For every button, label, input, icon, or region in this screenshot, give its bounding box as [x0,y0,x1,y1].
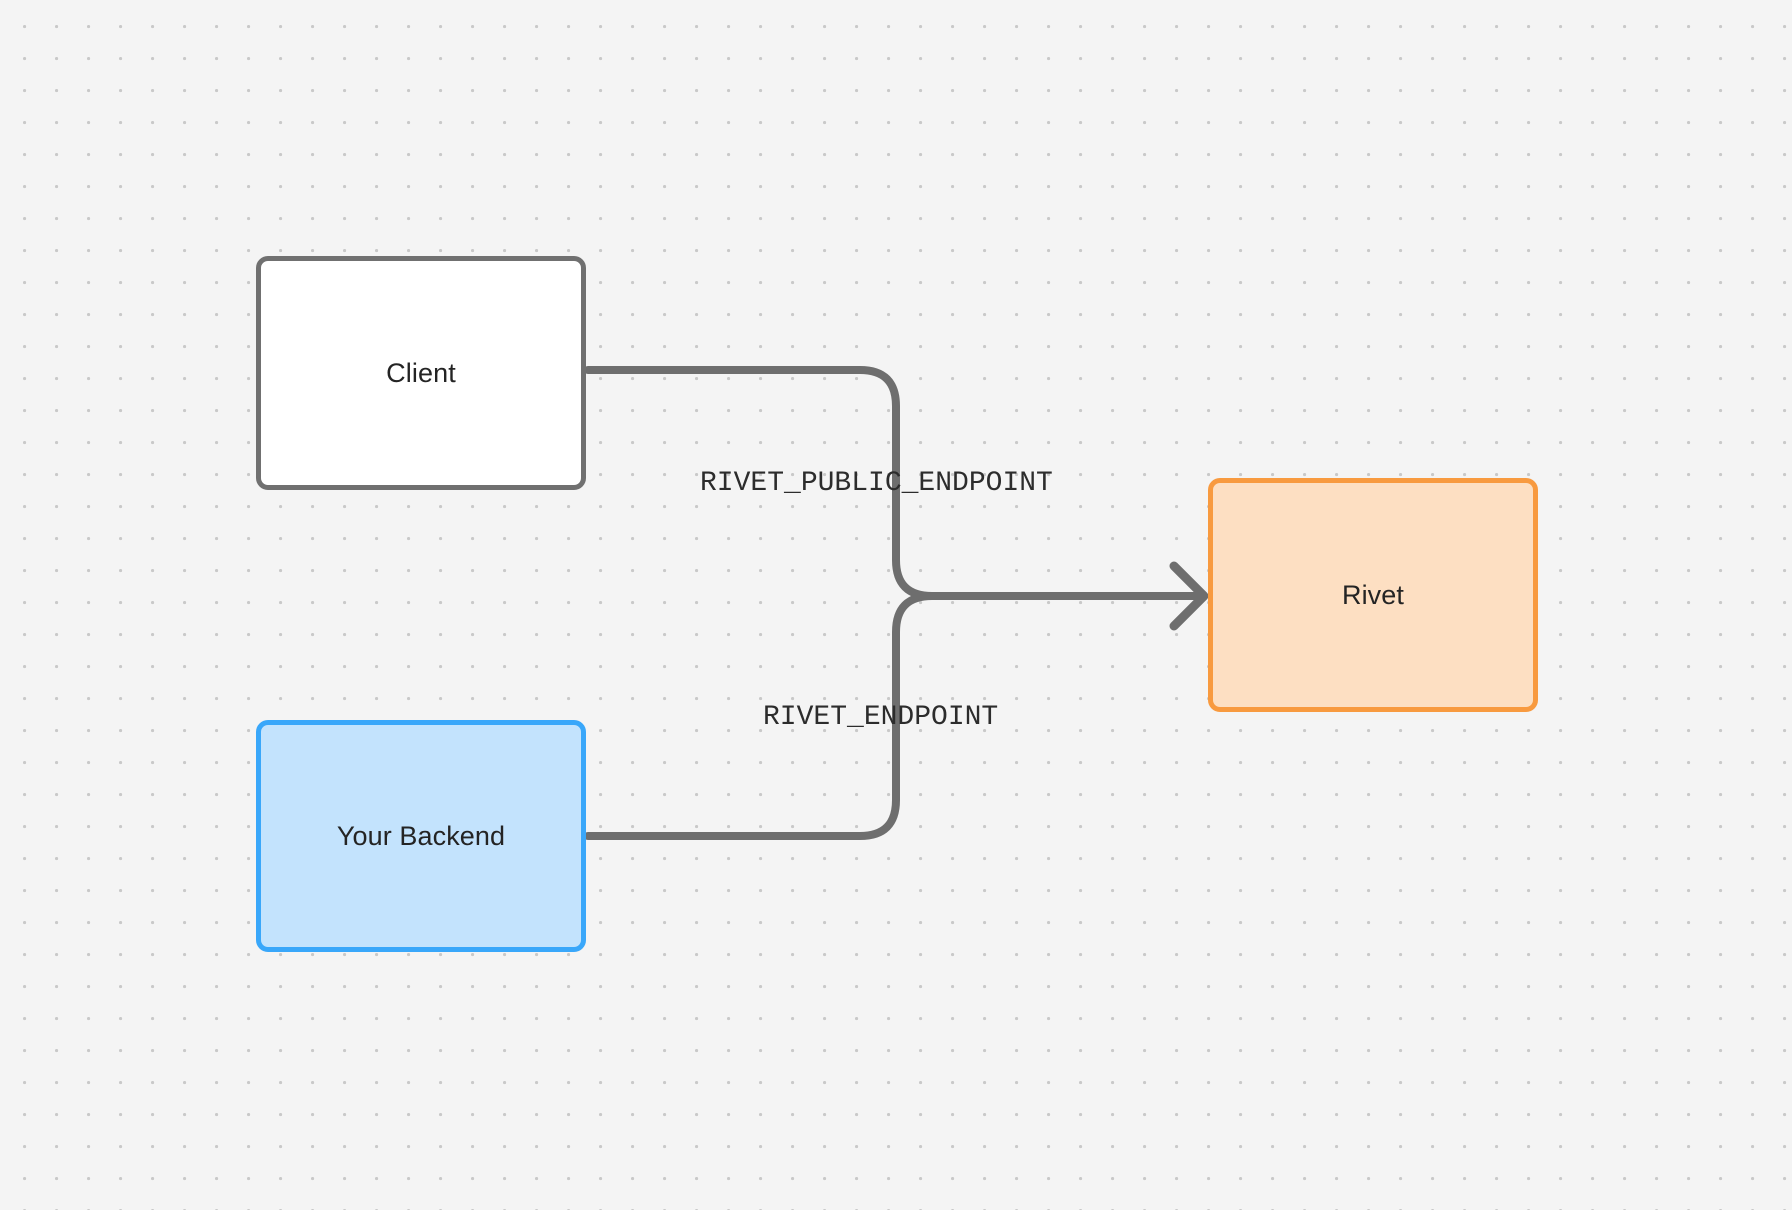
edge-label-rivet-endpoint: RIVET_ENDPOINT [763,702,999,733]
node-your-backend-label: Your Backend [336,820,506,851]
node-rivet-label: Rivet [1341,579,1404,610]
node-client[interactable]: Client [256,256,586,490]
node-rivet[interactable]: Rivet [1208,478,1538,712]
edge-label-rivet-public-endpoint: RIVET_PUBLIC_ENDPOINT [700,468,1053,499]
arrowhead-icon [1169,561,1209,631]
node-client-label: Client [386,357,456,388]
node-your-backend[interactable]: Your Backend [256,720,586,952]
